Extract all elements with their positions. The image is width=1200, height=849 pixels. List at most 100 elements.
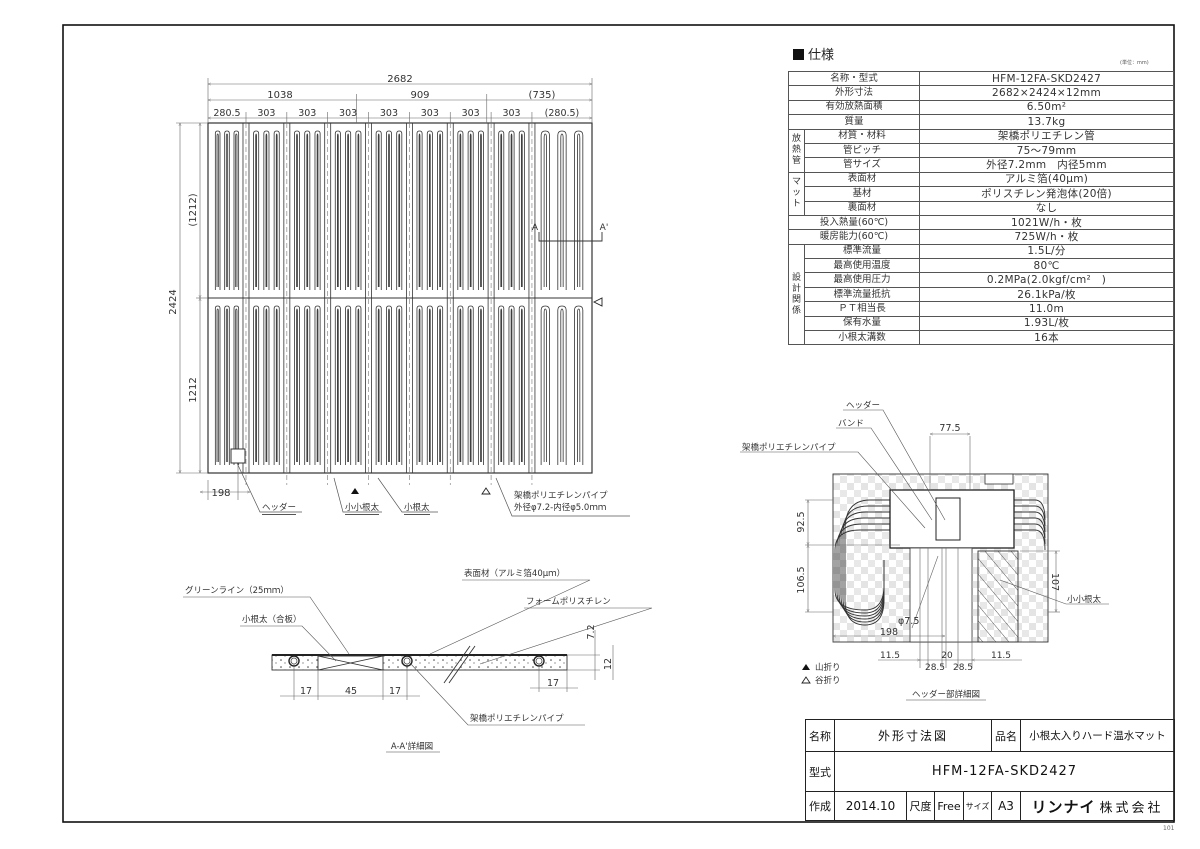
dim-pitch-label: (280.5) [545,108,580,119]
dim-header-offset: 198 [211,488,230,499]
spec-value: 1.5L/分 [919,243,1175,260]
hd-pipe [840,511,890,620]
pipe-loop [498,130,525,290]
hd-dim-11-5a: 11.5 [880,651,900,661]
spec-row: 基材ポリスチレン発泡体(20倍) [789,186,1175,202]
spec-label: ＰＴ相当長 [803,301,921,317]
spec-value: アルミ箔(40μm) [919,171,1175,188]
pipe-loop [296,308,319,462]
hd-dim-28-5b: 28.5 [953,663,973,673]
joist-cross-2 [317,655,384,671]
spec-unit: (単位：mm) [1120,60,1149,66]
spec-label: 管サイズ [803,157,921,173]
pipe-loop [416,130,444,290]
pipe-loop [457,130,484,290]
dim-lower-half: 1212 [188,377,199,402]
pipe-loop [457,305,484,465]
valley-fold-side-icon [592,297,603,307]
section-dim-12: 12 [603,658,614,670]
plan-label-pipe: 架橋ポリエチレンパイプ 外径φ7.2-内径φ5.0ｍｍ [514,490,608,514]
section-cut-line [538,232,603,242]
hd-pipe [1014,523,1046,545]
hd-dim-28-5a: 28.5 [925,663,945,673]
tb-name-value: 外形寸法図 [833,719,993,752]
spec-value: なし [919,200,1175,216]
section-mark-a: A [532,223,539,233]
tb-company: リンナイ株式会社 [1020,791,1176,821]
tb-size-value: A3 [991,791,1022,821]
hd-label-sub-joist-small: 小小根太 [1067,594,1102,605]
pipe-loop [214,130,240,290]
hd-title: ヘッダー部詳細図 [912,689,980,700]
spec-label: 管ピッチ [803,142,921,159]
company-logo: リンナイ [1031,797,1096,816]
section-title: A-A'詳細図 [391,741,433,752]
plan-label-header: ヘッダー [262,501,297,515]
spec-group: 設計関係 [788,243,805,346]
plan-label-joist: 小根太 [404,501,430,515]
mountain-fold-icon [351,488,359,494]
tb-scale-value: Free [934,791,964,821]
break-mark-1 [443,645,471,684]
spec-value: 80℃ [919,258,1175,274]
pipe-loop [540,130,584,290]
spec-label: 名称・型式 [787,70,921,87]
pipe-loop [375,130,403,290]
joist-groove [528,123,536,485]
square-bullet-icon [793,49,804,60]
pipe-loop [377,308,401,462]
spec-value: 16本 [919,330,1175,346]
spec-label: 基材 [803,186,921,202]
section-label-pipe: 架橋ポリエチレンパイプ [470,713,564,724]
spec-label: 保有水量 [803,315,921,332]
spec-group: マット [788,171,805,216]
joist-grooves [242,123,536,485]
section-dim-17c: 17 [547,678,559,689]
dim-pitch-label: 280.5 [213,108,240,119]
spec-value: 26.1kPa/枚 [919,286,1175,303]
section-label-green-line: グリーンライン（25ｍｍ） [185,585,289,596]
spec-label: 表面材 [803,171,921,188]
spec-row: マット表面材アルミ箔(40μm) [788,171,1175,216]
hd-channel [909,547,973,643]
break-mark-2 [448,645,476,684]
hd-dim-phi: φ7.5 [898,616,919,627]
section-label-surface: 表面材（アルミ箔40μｍ） [464,568,565,579]
pipe-loop [253,130,280,290]
spec-row: 放熱管材質・材料架橋ポリエチレン管 [788,128,1175,173]
pipe-loop [375,305,403,465]
plan-label-joist-text: 小根太 [404,503,430,515]
spec-value: 6.50m² [919,99,1175,116]
joist-groove [324,123,332,485]
spec-value: 0.2MPa(2.0kgf/cm² ) [919,272,1175,288]
section-dim-17a: 17 [300,686,312,697]
spec-label: 最高使用温度 [803,258,921,274]
pipe-loop [253,305,280,465]
spec-value: HFM-12FA-SKD2427 [919,70,1175,87]
hd-pipe [834,529,890,611]
spec-label: 質量 [787,114,921,130]
spec-value: 1.93L/枚 [919,315,1175,332]
leader-joist [377,477,438,513]
spec-label: 暖房能力(60℃) [787,229,921,245]
spec-heading: 仕様 [793,44,834,63]
hd-label-band: バンド [838,419,864,429]
hd-dim-106-5: 106.5 [796,566,807,593]
hd-dim-77-5: 77.5 [939,423,960,434]
spec-label: 投入熱量(60℃) [787,214,921,231]
dim-pitch-label: 303 [462,108,480,119]
pipe-loop [418,133,441,287]
section-label-joist-plywood: 小根太（合板） [242,614,302,625]
hd-dim-198: 198 [880,627,898,638]
spec-value: 1021W/h・枚 [919,214,1175,231]
